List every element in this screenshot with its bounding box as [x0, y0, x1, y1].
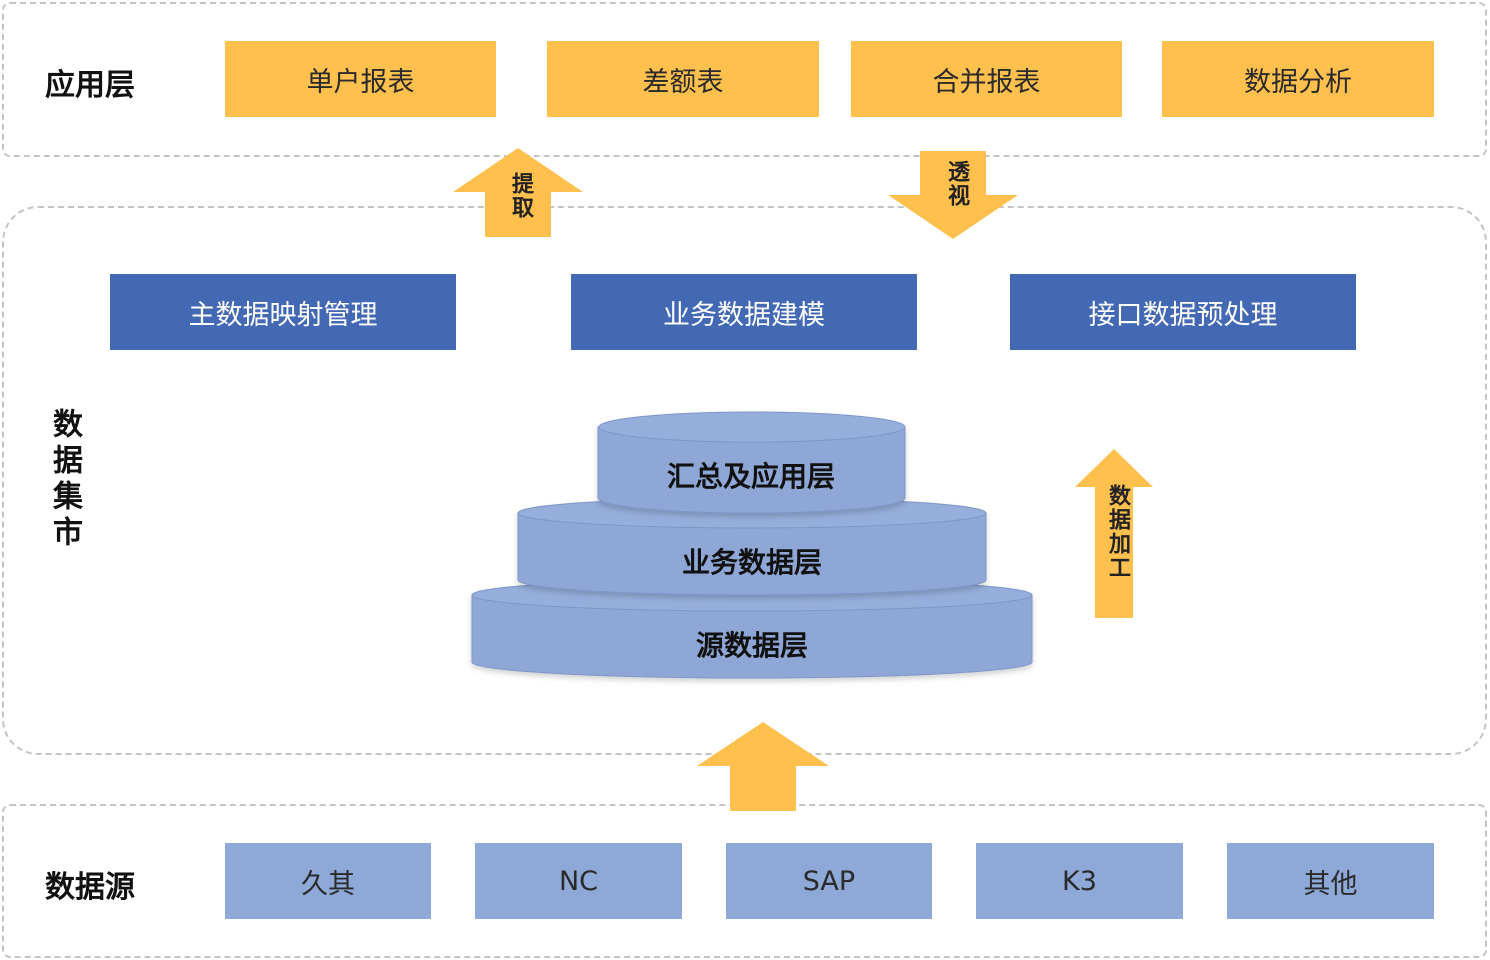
extract-arrow-icon [453, 148, 583, 237]
layer-stack [471, 411, 1033, 679]
summary-layer-cylinder [597, 411, 906, 514]
business-layer-label: 业务数据层 [681, 546, 822, 579]
drilldown-arrow-icon [888, 151, 1018, 239]
extract-arrow-label: 提取 [508, 172, 533, 220]
application-layer-label: 应用层 [45, 68, 135, 103]
source-nc[interactable]: NC [475, 843, 682, 919]
source-layer-label: 源数据层 [695, 629, 808, 662]
processing-arrow-label: 数据加工 [1105, 484, 1130, 580]
summary-layer-label: 汇总及应用层 [666, 460, 835, 493]
app-item-consolidated-report[interactable]: 合并报表 [851, 41, 1122, 117]
app-item-single-report[interactable]: 单户报表 [225, 41, 496, 117]
source-k3[interactable]: K3 [976, 843, 1183, 919]
app-item-difference-table[interactable]: 差额表 [547, 41, 819, 117]
processing-arrow-icon [1075, 449, 1153, 618]
source-to-mart-arrow-icon [697, 722, 829, 811]
data-source-label: 数据源 [45, 870, 135, 905]
drilldown-arrow-label: 透视 [944, 160, 969, 208]
source-sap[interactable]: SAP [726, 843, 932, 919]
source-jiuqi[interactable]: 久其 [225, 843, 431, 919]
data-mart-label: 数据集市 [47, 408, 82, 552]
module-business-data-modeling[interactable]: 业务数据建模 [571, 274, 917, 350]
module-interface-data-preprocessing[interactable]: 接口数据预处理 [1010, 274, 1356, 350]
application-layer-zone [2, 2, 1487, 157]
source-other[interactable]: 其他 [1227, 843, 1434, 919]
app-item-data-analysis[interactable]: 数据分析 [1162, 41, 1434, 117]
module-master-data-mapping[interactable]: 主数据映射管理 [110, 274, 456, 350]
